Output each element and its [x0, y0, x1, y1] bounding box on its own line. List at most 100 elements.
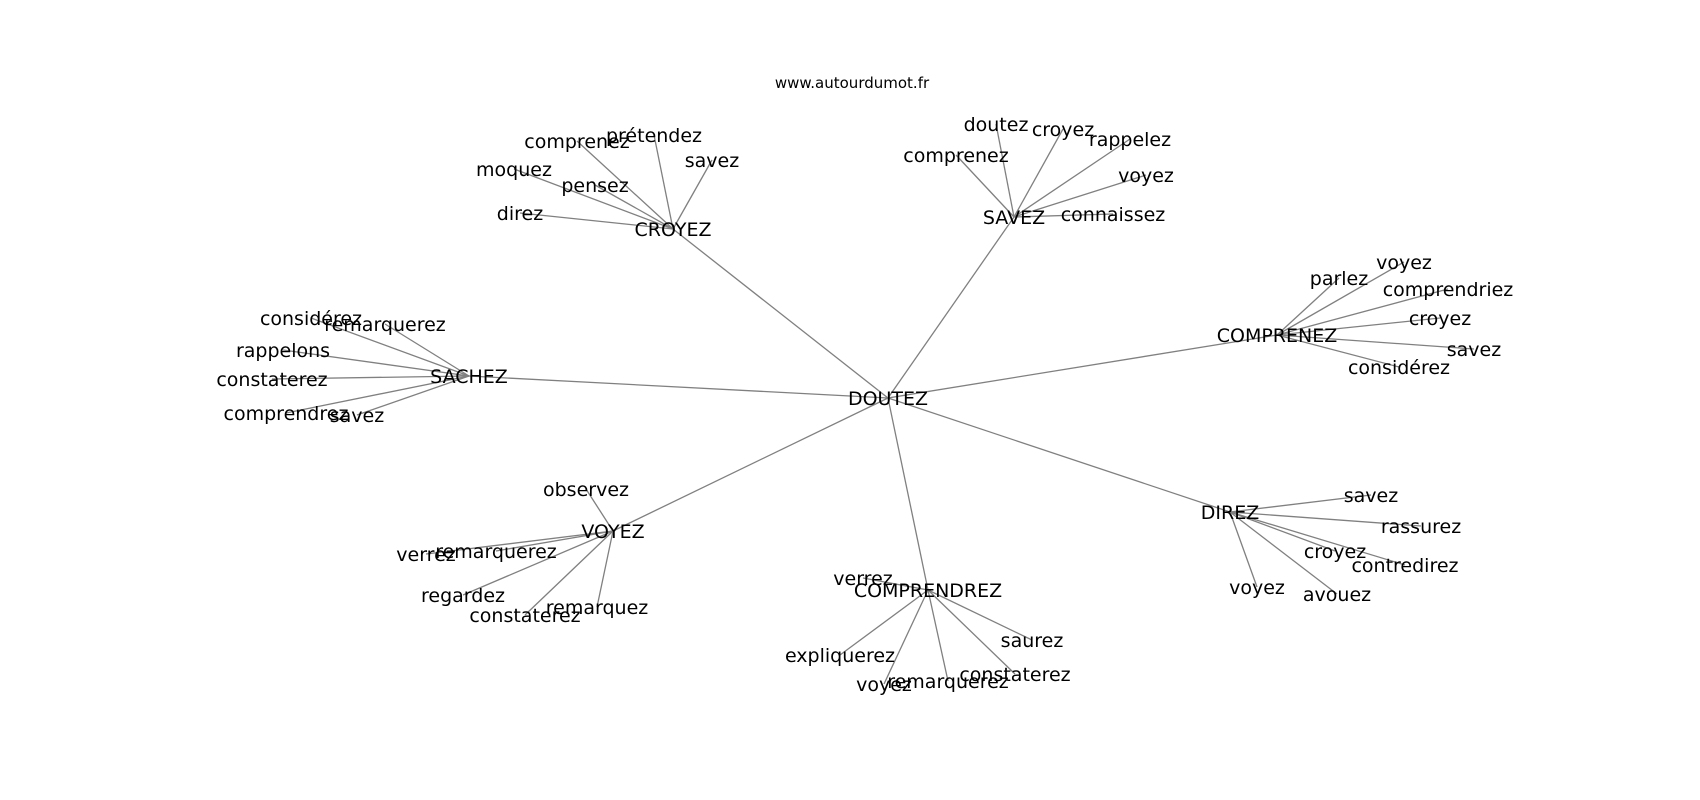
- leaf-node-voyez-constaterez: constaterez: [469, 605, 580, 627]
- edge-direz-avouez: [1229, 511, 1338, 595]
- root-node: DOUTEZ: [848, 388, 928, 410]
- leaf-node-sachez-constaterez: constaterez: [216, 369, 327, 391]
- leaf-node-direz-savez: savez: [1344, 485, 1398, 507]
- watermark: www.autourdumot.fr: [775, 74, 930, 92]
- edge-croyez-direz: [519, 212, 674, 230]
- edge-voyez-remarquez: [596, 530, 614, 608]
- hub-node-sachez: SACHEZ: [430, 366, 508, 388]
- edge-sachez-considerez: [310, 317, 470, 377]
- leaf-node-comprenez-parlez: parlez: [1310, 268, 1368, 290]
- edge-comprendrez-constaterez: [927, 589, 1016, 675]
- edge-sachez-comprendrez: [285, 375, 470, 414]
- leaf-node-savez-croyez: croyez: [1032, 119, 1094, 141]
- leaf-node-comprenez-considerez: considérez: [1348, 357, 1450, 379]
- leaf-node-direz-contredirez: contredirez: [1351, 555, 1458, 577]
- edge-comprendrez-verrez: [862, 577, 929, 591]
- leaf-node-comprenez-savez: savez: [1447, 339, 1501, 361]
- leaf-node-sachez-comprendrez: comprendrez: [224, 403, 349, 425]
- edge-voyez-constaterez: [524, 530, 614, 616]
- edge-comprendrez-voyez: [883, 589, 929, 685]
- edge-comprenez-parlez: [1276, 277, 1340, 336]
- leaf-node-sachez-rappelons: rappelons: [236, 340, 330, 362]
- hub-node-comprenez: COMPRENEZ: [1217, 325, 1338, 347]
- leaf-node-comprendrez-saurez: saurez: [1001, 630, 1064, 652]
- leaf-node-savez-voyez: voyez: [1118, 165, 1174, 187]
- leaf-node-comprendrez-remarquerez: remarquerez: [887, 671, 1009, 693]
- hub-node-voyez: VOYEZ: [581, 521, 644, 543]
- hub-node-direz: DIREZ: [1201, 502, 1259, 524]
- leaf-node-voyez-regardez: regardez: [421, 585, 505, 607]
- edge-comprenez-comprendriez: [1276, 288, 1449, 336]
- leaf-node-savez-doutez: doutez: [964, 114, 1029, 136]
- edge-savez-doutez: [995, 123, 1015, 218]
- edge-comprenez-croyez: [1276, 317, 1441, 336]
- edge-voyez-regardez: [462, 530, 614, 596]
- edge-croyez-comprenez: [576, 140, 674, 230]
- leaf-node-direz-croyez: croyez: [1304, 541, 1366, 563]
- leaf-node-sachez-considerez: considérez: [260, 308, 362, 330]
- leaf-node-direz-voyez: voyez: [1229, 577, 1285, 599]
- edge-direz-contredirez: [1229, 511, 1406, 566]
- leaf-node-comprendrez-constaterez: constaterez: [959, 664, 1070, 686]
- edge-root-savez: [887, 216, 1015, 399]
- edge-savez-connaissez: [1013, 213, 1114, 218]
- leaf-node-voyez-observez: observez: [543, 479, 629, 501]
- edge-root-comprenez: [887, 334, 1278, 399]
- edge-direz-voyez: [1229, 511, 1258, 588]
- edge-sachez-savez: [356, 375, 470, 416]
- leaf-node-croyez-pensez: pensez: [561, 175, 628, 197]
- edge-direz-croyez: [1229, 511, 1336, 552]
- leaf-node-comprendrez-voyez: voyez: [856, 674, 912, 696]
- edge-root-croyez: [672, 228, 889, 399]
- leaf-node-savez-comprenez: comprenez: [903, 145, 1008, 167]
- edge-voyez-remarquerez: [495, 530, 614, 552]
- leaf-node-sachez-savez: savez: [330, 405, 384, 427]
- edge-comprenez-savez: [1276, 334, 1475, 350]
- edge-savez-croyez: [1013, 128, 1064, 218]
- edge-direz-savez: [1229, 494, 1372, 513]
- hub-node-savez: SAVEZ: [983, 207, 1045, 229]
- leaf-node-croyez-savez: savez: [685, 150, 739, 172]
- edge-comprendrez-remarquerez: [927, 589, 949, 682]
- edge-croyez-savez: [672, 159, 713, 230]
- edge-comprendrez-saurez: [927, 589, 1033, 641]
- leaf-node-savez-connaissez: connaissez: [1061, 204, 1166, 226]
- edge-croyez-pensez: [594, 184, 674, 230]
- leaf-node-voyez-remarquez: remarquez: [546, 597, 649, 619]
- leaf-node-comprenez-voyez: voyez: [1376, 252, 1432, 274]
- edge-layer: [271, 123, 1475, 685]
- edge-comprenez-considerez: [1276, 334, 1400, 368]
- leaf-node-croyez-comprenez: comprenez: [524, 131, 629, 153]
- leaf-node-comprenez-comprendriez: comprendriez: [1383, 279, 1514, 301]
- hub-node-croyez: CROYEZ: [634, 219, 711, 241]
- leaf-node-savez-rappelez: rappelez: [1089, 129, 1171, 151]
- edge-sachez-remarquerez: [384, 323, 470, 377]
- leaf-node-croyez-moquez: moquez: [476, 159, 552, 181]
- leaf-node-voyez-remarquerez: remarquerez: [435, 541, 557, 563]
- edge-savez-voyez: [1013, 174, 1147, 218]
- edge-voyez-verrez: [425, 530, 614, 555]
- edge-comprendrez-expliquerez: [839, 589, 929, 656]
- edge-root-voyez: [612, 397, 889, 532]
- leaf-node-voyez-verrez: verrez: [396, 544, 455, 566]
- edge-direz-rassurez: [1229, 511, 1422, 527]
- edge-root-direz: [887, 397, 1231, 513]
- leaf-node-comprendrez-expliquerez: expliquerez: [785, 645, 895, 667]
- leaf-node-comprendrez-verrez: verrez: [833, 568, 892, 590]
- edge-root-comprendrez: [887, 397, 929, 591]
- leaf-node-direz-rassurez: rassurez: [1381, 516, 1461, 538]
- leaf-node-direz-avouez: avouez: [1303, 584, 1371, 606]
- edge-voyez-observez: [585, 488, 614, 532]
- leaf-node-sachez-remarquerez: remarquerez: [324, 314, 446, 336]
- edge-croyez-moquez: [513, 168, 674, 230]
- edge-savez-comprenez: [955, 154, 1015, 218]
- edge-croyez-pretendez: [653, 134, 674, 230]
- leaf-node-croyez-direz: direz: [497, 203, 543, 225]
- edge-sachez-rappelons: [282, 349, 470, 377]
- edge-savez-rappelez: [1013, 138, 1131, 218]
- edge-root-sachez: [468, 375, 889, 399]
- edge-comprenez-voyez: [1276, 261, 1405, 336]
- hub-node-comprendrez: COMPRENDREZ: [854, 580, 1002, 602]
- leaf-node-comprenez-croyez: croyez: [1409, 308, 1471, 330]
